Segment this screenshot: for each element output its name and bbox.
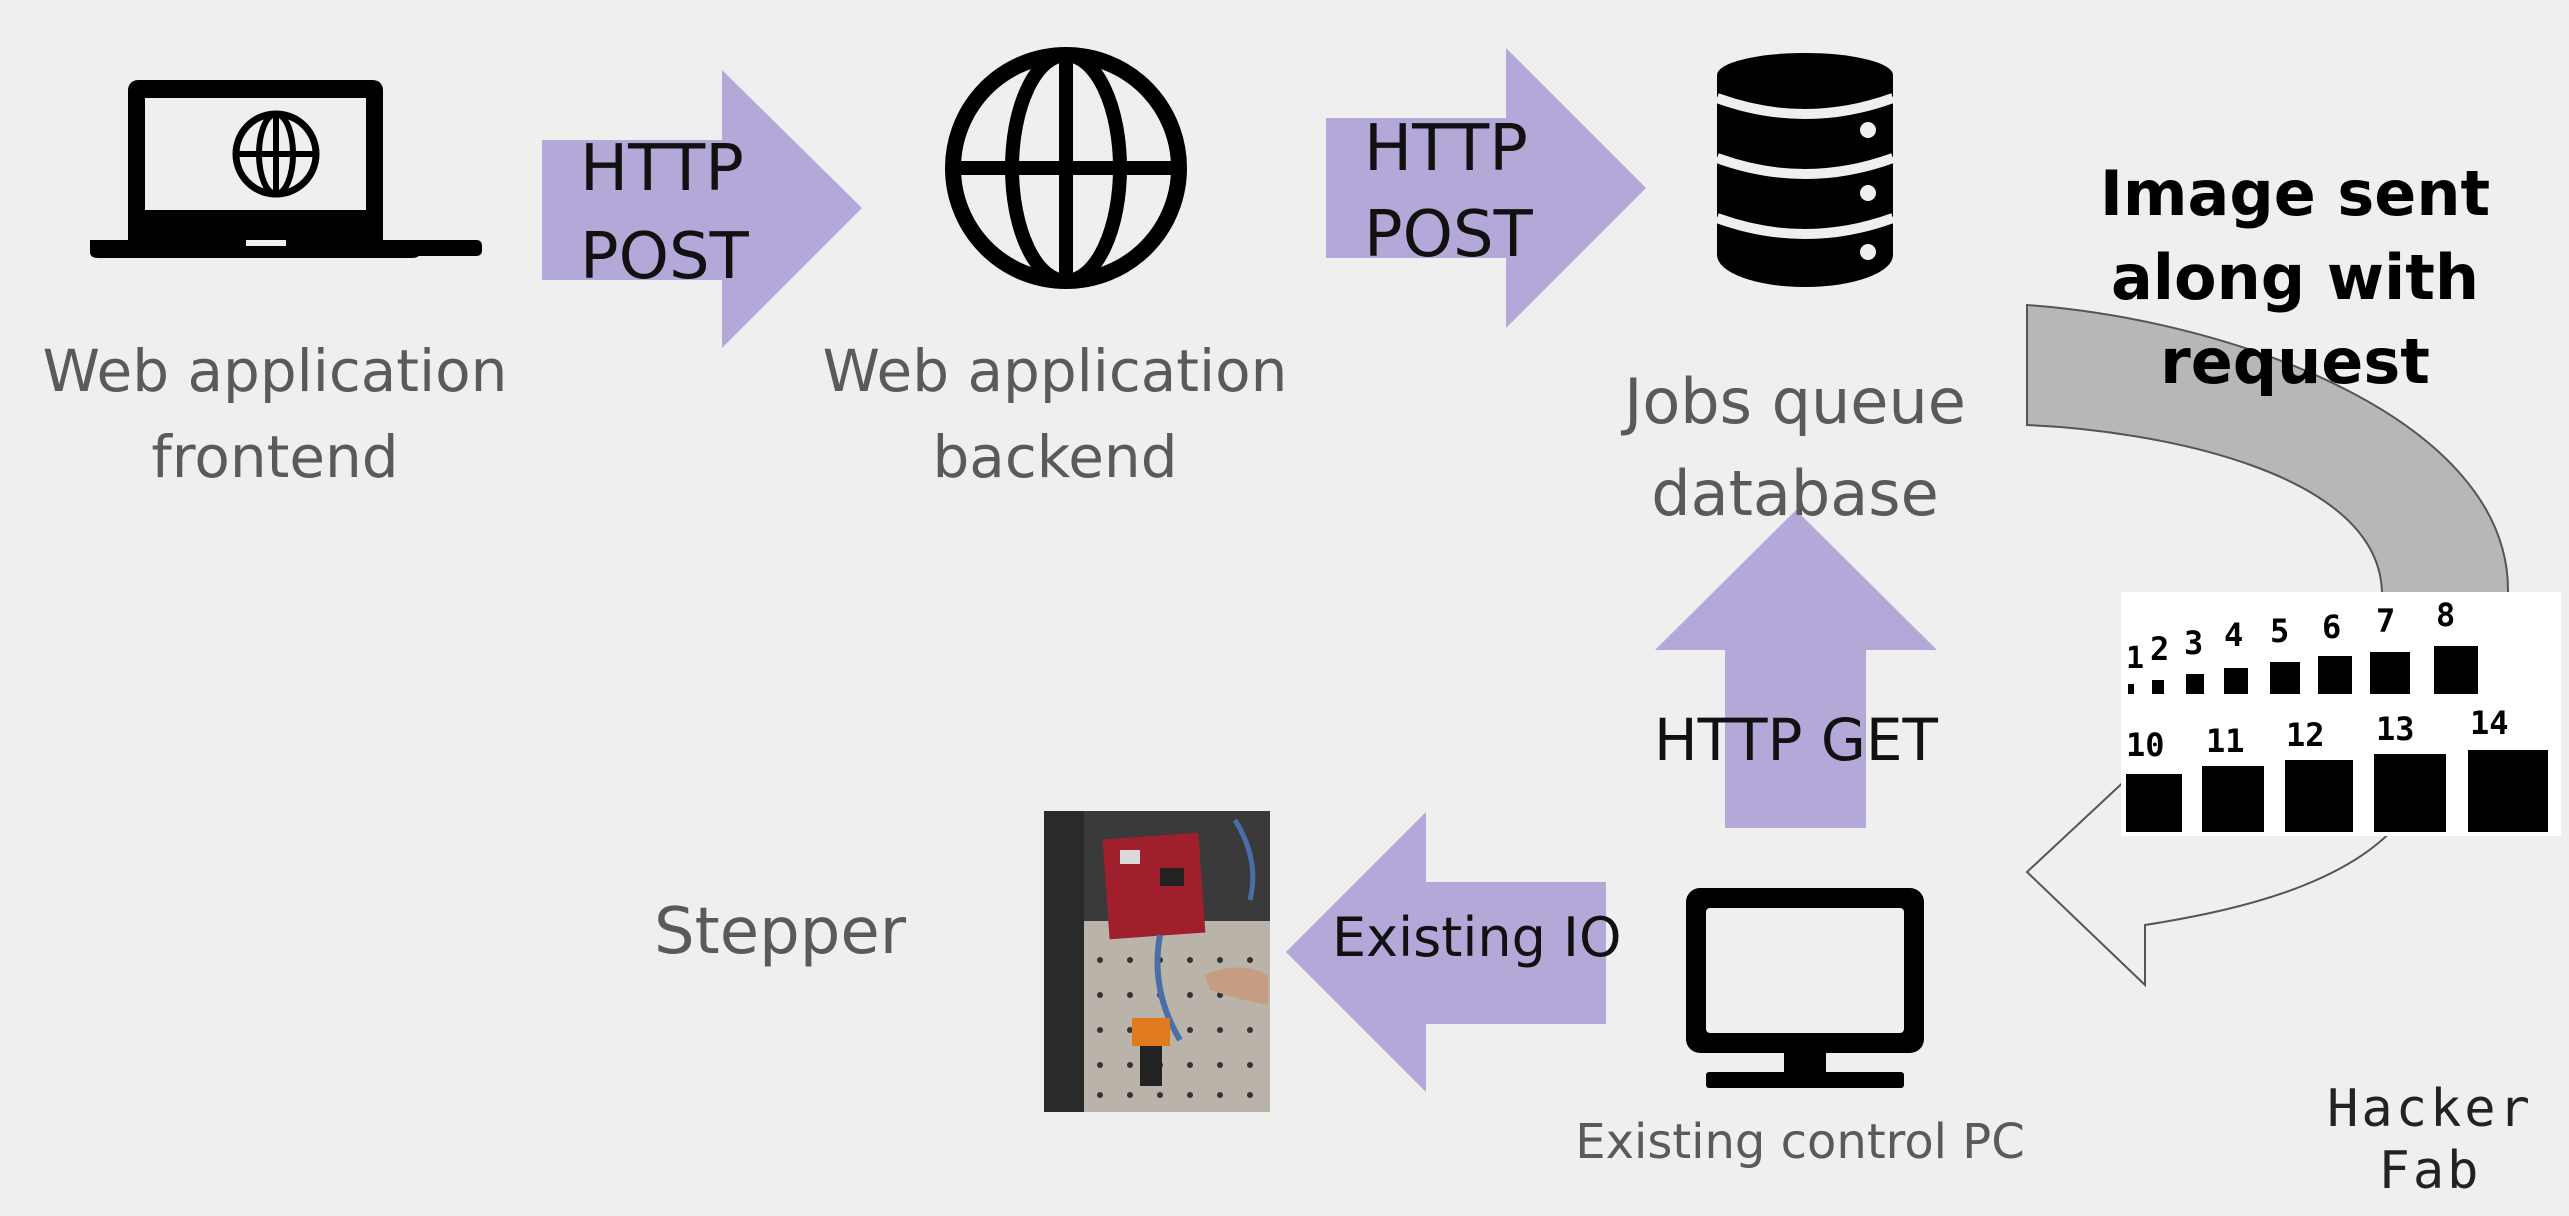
hacker-fab-logo-text: Hacker Fab (2327, 1079, 2533, 1201)
database-icon (1715, 53, 1895, 287)
arrow-pc-to-database (1655, 510, 1937, 828)
stepper-label: Stepper (653, 895, 907, 969)
pattern-number-3: 3 (2184, 624, 2203, 662)
globe-icon (945, 47, 1187, 289)
pattern-number-13: 13 (2376, 710, 2415, 748)
image-sent-note: Image sent along with request (2099, 157, 2491, 398)
curved-arrow-image-request (2026, 303, 2509, 641)
pattern-number-7: 7 (2376, 602, 2395, 640)
laptop-globe-icon (90, 80, 482, 258)
pattern-number-10: 10 (2126, 726, 2165, 764)
pattern-number-11: 11 (2206, 722, 2245, 760)
test-pattern-squares (2126, 646, 2548, 832)
frontend-label: Web application frontend (42, 337, 508, 491)
pattern-number-8: 8 (2436, 596, 2455, 634)
pattern-number-1: 1 (2126, 641, 2144, 676)
database-label: Jobs queue database (1624, 365, 1966, 530)
pc-to-database-label: HTTP GET (1654, 706, 1938, 774)
frontend-to-backend-label: HTTP POST (580, 132, 749, 294)
control-pc-label: Existing control PC (1575, 1114, 2025, 1170)
pattern-number-12: 12 (2286, 716, 2325, 754)
backend-to-database-label: HTTP POST (1364, 112, 1533, 272)
backend-label: Web application backend (822, 337, 1288, 491)
arrow-pc-to-stepper (1286, 812, 1606, 1092)
pc-to-stepper-label: Existing IO (1332, 906, 1622, 969)
pattern-number-6: 6 (2322, 608, 2341, 646)
monitor-icon (1686, 888, 1924, 1088)
arrow-backend-to-database (1326, 48, 1646, 328)
pattern-number-5: 5 (2270, 612, 2289, 650)
arrow-frontend-to-backend (542, 70, 862, 348)
test-pattern-image: 1 2 3 4 5 6 7 8 10 11 12 13 14 (2121, 592, 2561, 836)
pattern-number-4: 4 (2224, 616, 2243, 654)
stepper-photo (1044, 811, 1270, 1112)
pattern-number-14: 14 (2470, 704, 2509, 742)
pattern-number-2: 2 (2150, 630, 2169, 668)
